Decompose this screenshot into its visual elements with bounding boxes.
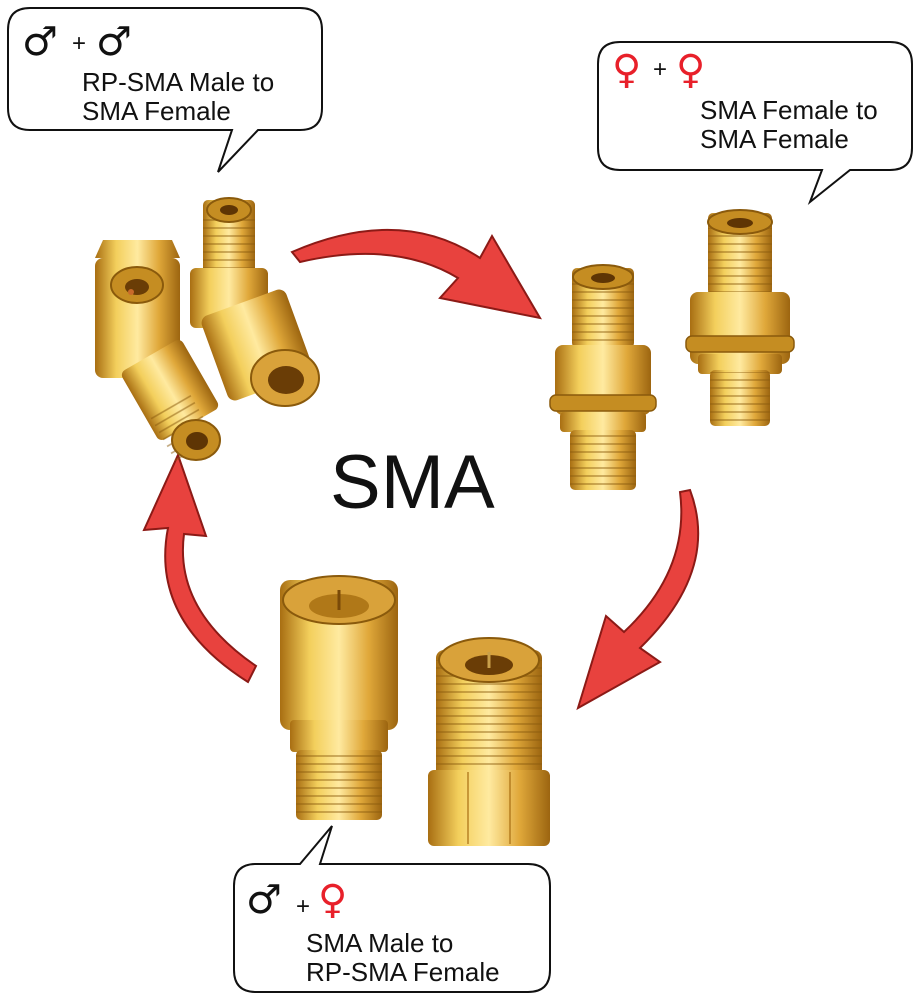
male-symbol-icon: ♂: [246, 877, 282, 923]
connector-rp-sma-male-right-angle: [95, 240, 221, 464]
female-symbol-icon: ♀: [318, 877, 348, 923]
connector-rp-sma-female-adapter: [428, 637, 550, 846]
callout-top-left-line2: SMA Female: [82, 96, 231, 126]
arrow-left: [142, 452, 258, 684]
male-symbol-icon: ♂: [96, 19, 132, 65]
plus-sign: +: [72, 30, 87, 57]
callout-top-right-line2: SMA Female: [700, 124, 849, 154]
plus-sign: +: [296, 893, 311, 920]
callout-bubble-top-left: [7, 7, 323, 173]
arrow-right: [576, 488, 700, 711]
female-symbol-icon: ♀: [612, 47, 642, 93]
center-title: SMA: [330, 440, 495, 525]
arrow-top: [290, 228, 542, 320]
callout-bottom-line1: SMA Male to: [306, 928, 454, 958]
plus-sign: +: [653, 56, 668, 83]
callout-bubble-top-right: [597, 41, 913, 206]
callout-top-left-line1: RP-SMA Male to: [82, 67, 275, 97]
connector-sma-female-right-angle: [190, 197, 320, 407]
callout-top-right-line1: SMA Female to: [700, 95, 878, 125]
male-symbol-icon: ♂: [22, 19, 58, 65]
connector-sma-female-bulkhead-right: [685, 209, 795, 426]
callout-bubble-bottom: [233, 825, 551, 993]
callout-bottom-line2: RP-SMA Female: [306, 957, 500, 987]
female-symbol-icon: ♀: [676, 47, 706, 93]
connector-sma-male-adapter: [280, 575, 398, 820]
connector-sma-female-bulkhead-left: [549, 264, 657, 490]
